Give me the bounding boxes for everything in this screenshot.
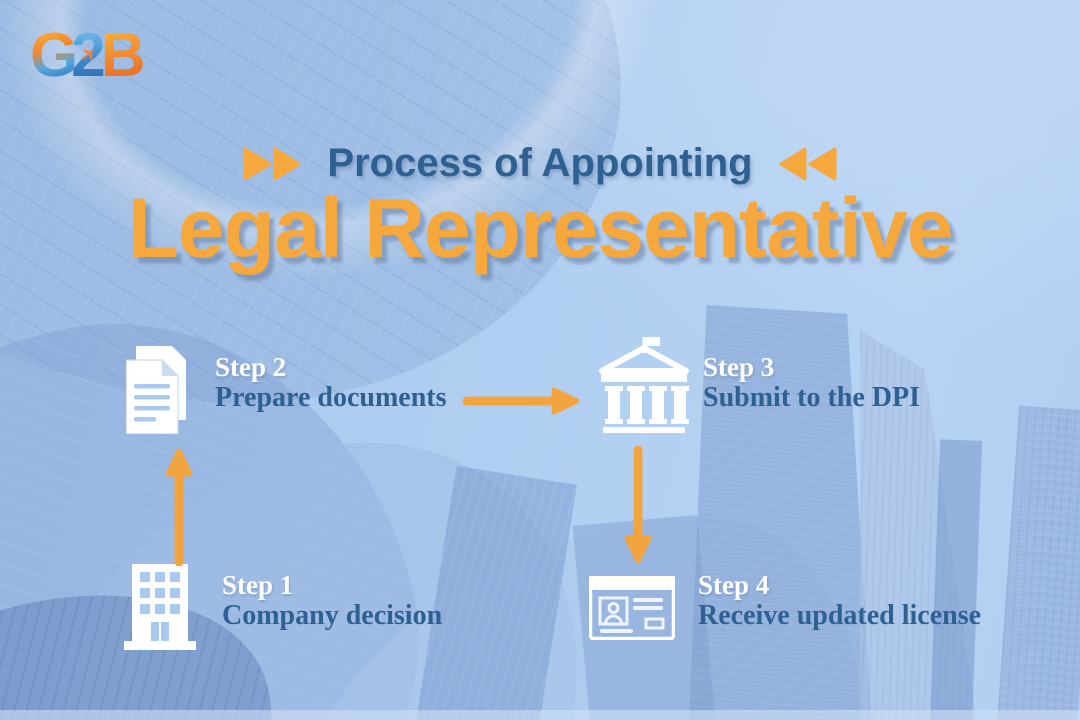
logo-letter-b: B [100, 21, 146, 90]
step-2-label: Step 2 [215, 352, 287, 382]
g2b-logo: G2B ✈ [30, 21, 146, 100]
step-1-label: Step 1 [222, 570, 294, 600]
subtitle: Process of Appointing [327, 141, 753, 185]
step-2-text: Step 2 Prepare documents [215, 352, 447, 414]
step-3-label: Step 3 [703, 352, 775, 382]
license-card-icon [589, 576, 675, 640]
step-4-block: Step 4 Receive updated license [589, 570, 981, 640]
arrow-step1-to-step2-icon [165, 448, 193, 566]
step-3-block: Step 3 Submit to the DPI [597, 337, 920, 433]
step-2-description: Prepare documents [215, 382, 447, 414]
step-3-text: Step 3 Submit to the DPI [703, 352, 920, 414]
government-building-icon [599, 337, 689, 433]
step-4-label: Step 4 [698, 570, 770, 600]
arrow-step3-to-step4-icon [624, 446, 652, 564]
double-arrow-right-icon [243, 147, 301, 180]
step-4-text: Step 4 Receive updated license [698, 570, 981, 632]
arrow-step2-to-step3-icon [462, 387, 580, 415]
step-1-block: Step 1 Company decision [124, 564, 442, 652]
step-1-text: Step 1 Company decision [222, 570, 442, 632]
step-3-description: Submit to the DPI [703, 382, 921, 414]
double-arrow-left-icon [779, 147, 837, 180]
step-1-description: Company decision [222, 600, 443, 632]
step-4-description: Receive updated license [698, 600, 982, 632]
page-title: Legal Representative [127, 181, 953, 275]
documents-icon [126, 346, 186, 434]
step-2-block: Step 2 Prepare documents [126, 346, 447, 434]
subtitle-row: Process of Appointing [0, 141, 1080, 186]
office-building-icon [124, 564, 196, 650]
